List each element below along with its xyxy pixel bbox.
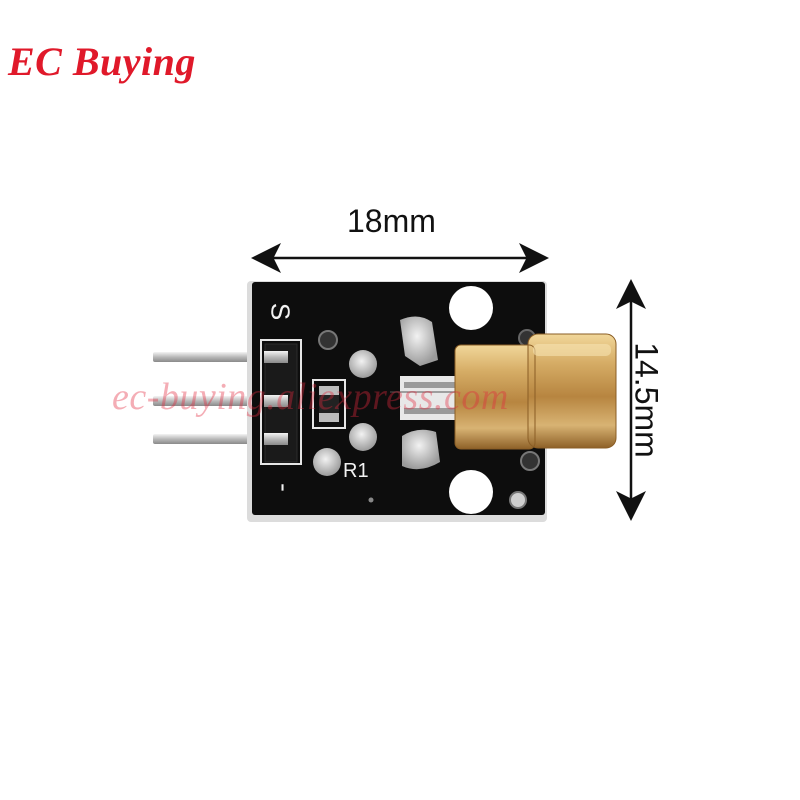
brand-logo-text: EC Buying: [8, 39, 196, 84]
header-pins: [153, 352, 271, 444]
width-dimension-text: 18mm: [347, 203, 436, 239]
silkscreen-signal-label: S: [265, 302, 296, 321]
laser-diode-leads: [390, 316, 460, 470]
mounting-hole: [449, 286, 493, 330]
height-dimension-label: 14.5mm: [628, 342, 665, 458]
resistor-r1: [312, 379, 346, 429]
silkscreen-ground-label: -: [269, 483, 300, 492]
laser-head: [454, 333, 617, 450]
mounting-hole: [449, 470, 493, 514]
watermark-text: ec-buying.aliexpress.com: [112, 376, 509, 418]
solder-pads: [313, 329, 540, 509]
resistor-label: R1: [343, 460, 369, 482]
